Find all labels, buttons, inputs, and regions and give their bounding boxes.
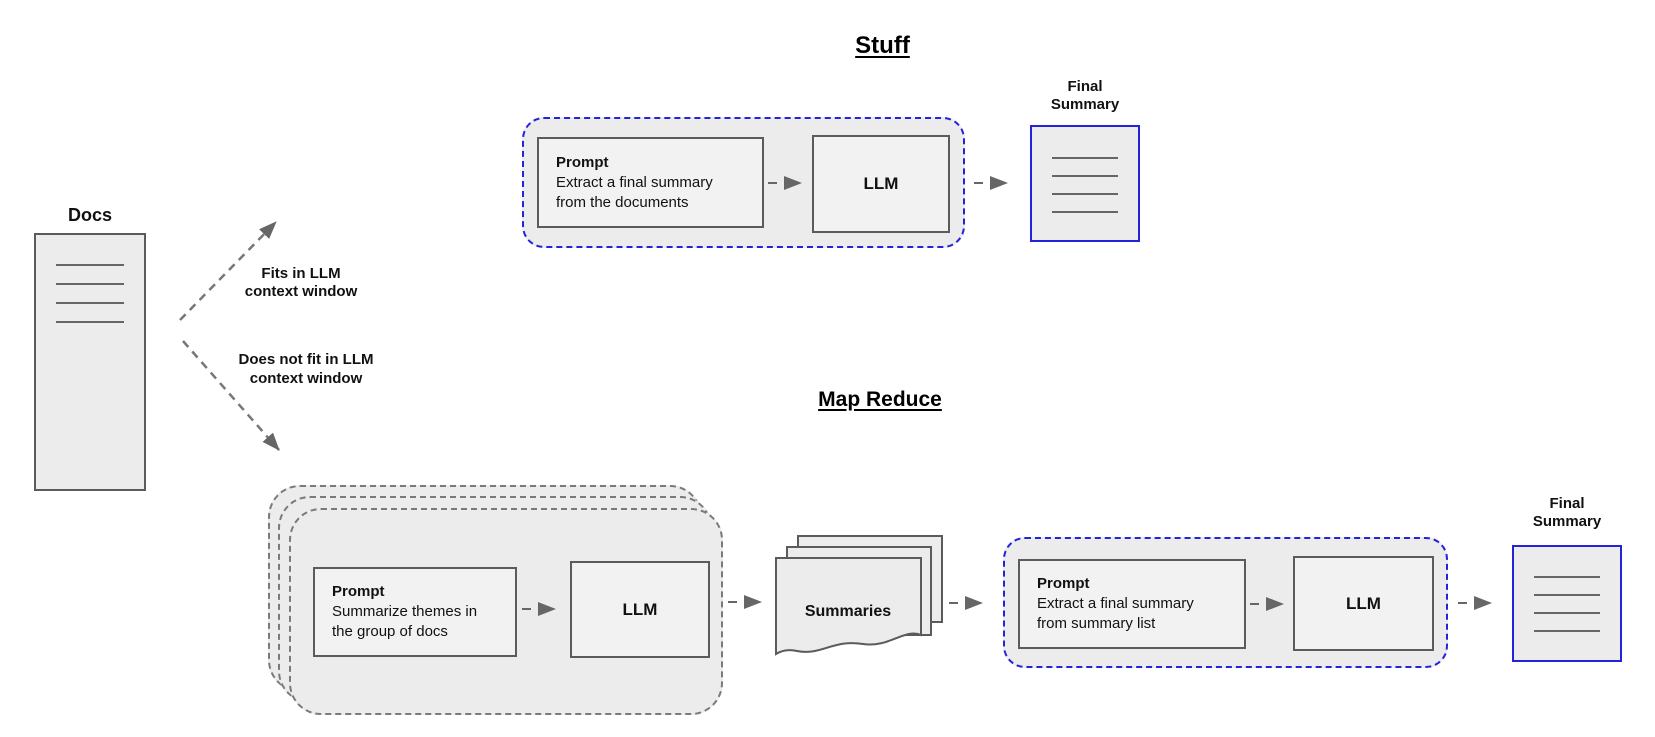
stuff-llm-box: LLM: [812, 135, 950, 233]
dashed-arrow-icon: [1250, 597, 1284, 611]
docs-document: [34, 233, 146, 491]
prompt-title: Prompt: [556, 153, 609, 171]
doc-text-lines: [1534, 576, 1600, 632]
doc-text-lines: [56, 264, 124, 323]
prompt-body: Summarize themes in the group of docs: [332, 603, 478, 640]
dashed-arrow-icon: [522, 602, 556, 616]
prompt-title: Prompt: [1037, 575, 1090, 592]
doc-text-lines: [1052, 157, 1118, 213]
dashed-arrow-icon: [768, 176, 802, 190]
summaries-label: Summaries: [804, 603, 892, 620]
doc-text-line: [1052, 157, 1118, 159]
reduce-prompt-box: Prompt Extract a final summary from summ…: [1018, 559, 1246, 649]
dashed-arrow-icon: [728, 595, 762, 609]
dashed-arrow-icon: [1458, 596, 1492, 610]
doc-text-line: [56, 302, 124, 304]
prompt-body: Extract a final summary from summary lis…: [1037, 595, 1194, 632]
stuff-final-summary-document: [1030, 125, 1140, 242]
dashed-arrow-icon: [949, 596, 983, 610]
doc-text-line: [1534, 612, 1600, 614]
doc-text-line: [1534, 630, 1600, 632]
map-llm-box: LLM: [570, 561, 710, 658]
stuff-final-summary-label: Final Summary: [1050, 78, 1120, 113]
prompt-title: Prompt: [332, 583, 385, 600]
doc-text-line: [1052, 175, 1118, 177]
dashed-arrow-icon: [974, 176, 1008, 190]
map-reduce-final-summary-label: Final Summary: [1532, 495, 1602, 530]
map-reduce-final-summary-document: [1512, 545, 1622, 662]
doc-text-line: [56, 321, 124, 323]
doc-text-line: [1052, 211, 1118, 213]
map-reduce-title: Map Reduce: [818, 388, 942, 411]
stuff-title: Stuff: [855, 32, 910, 59]
stuff-prompt-box: Prompt Extract a final summary from the …: [537, 137, 764, 228]
summaries-page-middle: [786, 546, 932, 636]
doc-text-line: [1052, 193, 1118, 195]
prompt-body: Extract a final summary from the documen…: [556, 173, 713, 211]
doc-text-line: [1534, 576, 1600, 578]
docs-label: Docs: [67, 205, 112, 225]
branch-label-fits: Fits in LLM context window: [244, 265, 358, 300]
doc-text-line: [56, 264, 124, 266]
doc-text-line: [1534, 594, 1600, 596]
map-prompt-box: Prompt Summarize themes in the group of …: [313, 567, 517, 657]
branch-label-does-not-fit: Does not fit in LLM context window: [238, 351, 374, 387]
doc-text-line: [56, 283, 124, 285]
reduce-llm-box: LLM: [1293, 556, 1434, 651]
